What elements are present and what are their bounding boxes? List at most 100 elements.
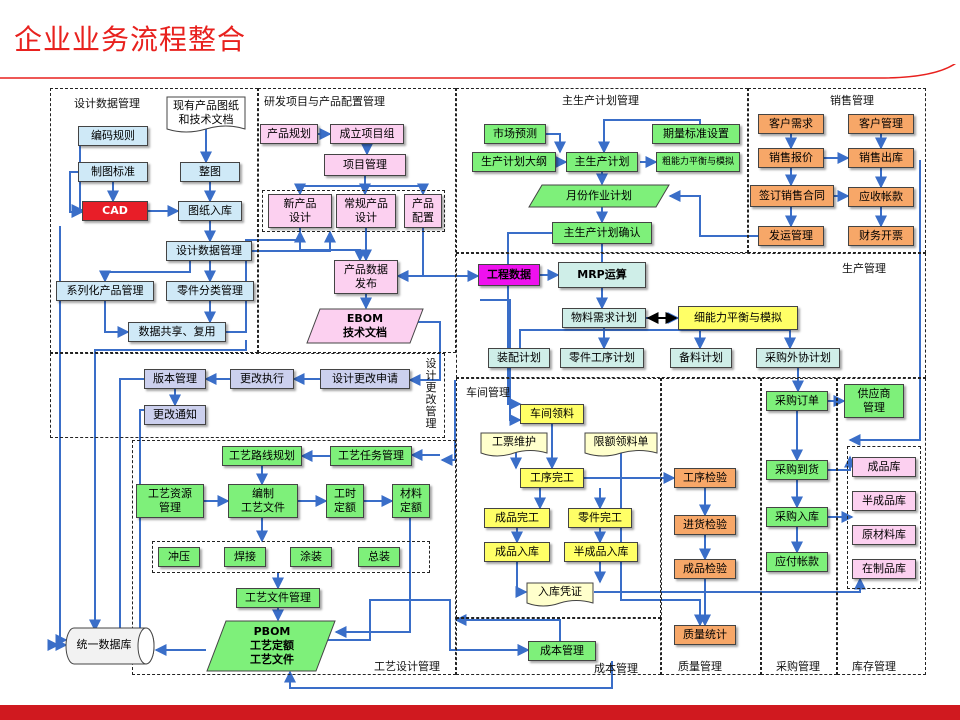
wip-store[interactable]: 在制品库 <box>852 559 916 579</box>
voucher-doc-shape <box>526 582 594 607</box>
data-share-reuse[interactable]: 数据共享、复用 <box>128 322 226 342</box>
process-resource-mgmt[interactable]: 工艺资源 管理 <box>136 484 204 518</box>
compile-process-docs[interactable]: 编制 工艺文件 <box>228 484 298 518</box>
product-complete[interactable]: 成品完工 <box>484 508 550 528</box>
purchase-storage[interactable]: 采购入库 <box>766 507 828 527</box>
coding-rules[interactable]: 编码规则 <box>78 126 148 146</box>
version-mgmt[interactable]: 版本管理 <box>144 369 206 389</box>
semi-finished-store[interactable]: 半成品库 <box>852 491 916 511</box>
sales-outbound[interactable]: 销售出库 <box>848 148 914 168</box>
storage-voucher[interactable]: 入库凭证 <box>538 585 582 598</box>
change-notice[interactable]: 更改通知 <box>144 405 206 425</box>
product-data-release[interactable]: 产品数据 发布 <box>334 260 398 294</box>
cost-mgmt[interactable]: 成本管理 <box>528 641 596 661</box>
region-change <box>50 353 445 438</box>
quality-statistics[interactable]: 质量统计 <box>674 625 736 645</box>
material-quota[interactable]: 材料 定额 <box>392 484 430 518</box>
database-cylinder <box>65 627 155 665</box>
engineering-data[interactable]: 工程数据 <box>478 264 540 286</box>
region-cost <box>456 618 661 675</box>
op-welding[interactable]: 焊接 <box>224 547 266 567</box>
region-label-rd: 研发项目与产品配置管理 <box>264 95 385 108</box>
master-plan-confirm[interactable]: 主生产计划确认 <box>552 222 652 244</box>
pbom-shape <box>206 620 336 672</box>
footer-bar <box>0 705 960 720</box>
op-painting[interactable]: 涂装 <box>290 547 332 567</box>
process-route-planning[interactable]: 工艺路线规划 <box>222 446 302 466</box>
process-task-mgmt[interactable]: 工艺任务管理 <box>330 446 412 466</box>
region-quality <box>661 378 761 675</box>
part-complete[interactable]: 零件完工 <box>568 508 632 528</box>
new-product-design[interactable]: 新产品 设计 <box>268 194 332 228</box>
preparation-plan[interactable]: 备料计划 <box>670 348 732 368</box>
product-inspection[interactable]: 成品检验 <box>674 559 736 579</box>
sales-quote[interactable]: 销售报价 <box>758 148 824 168</box>
shipping-mgmt[interactable]: 发运管理 <box>758 226 824 246</box>
product-config[interactable]: 产品 配置 <box>404 194 442 228</box>
ebom-tech-doc[interactable]: EBOM 技术文档 <box>343 312 387 339</box>
customer-demand[interactable]: 客户需求 <box>758 114 824 134</box>
cad-tool[interactable]: CAD <box>82 201 148 221</box>
workshop-picking[interactable]: 车间领料 <box>520 404 584 424</box>
rough-capacity-balance[interactable]: 粗能力平衡与模拟 <box>656 152 740 172</box>
customer-mgmt[interactable]: 客户管理 <box>848 114 914 134</box>
process-complete[interactable]: 工序完工 <box>520 468 584 488</box>
period-standard-setting[interactable]: 期量标准设置 <box>652 124 740 144</box>
market-forecast[interactable]: 市场预测 <box>484 124 546 144</box>
monthly-work-plan[interactable]: 月份作业计划 <box>566 189 632 202</box>
master-production-plan[interactable]: 主生产计划 <box>566 152 638 172</box>
region-label-design-data: 设计数据管理 <box>74 97 140 110</box>
design-data-mgmt[interactable]: 设计数据管理 <box>166 241 252 261</box>
supplier-mgmt[interactable]: 供应商 管理 <box>844 384 904 418</box>
raw-material-store[interactable]: 原材料库 <box>852 525 916 545</box>
connector-9 <box>104 301 130 338</box>
project-setup[interactable]: 成立项目组 <box>330 124 404 144</box>
process-inspection[interactable]: 工序检验 <box>674 468 736 488</box>
quota-picking-list[interactable]: 限额领料单 <box>593 435 649 448</box>
series-product-mgmt[interactable]: 系列化产品管理 <box>56 281 154 301</box>
pbom-docs[interactable]: PBOM 工艺定额 工艺文件 <box>250 625 294 666</box>
process-file-mgmt[interactable]: 工艺文件管理 <box>236 588 320 608</box>
connector-72 <box>454 614 561 641</box>
purchase-order[interactable]: 采购订单 <box>766 391 828 411</box>
material-requirement-plan[interactable]: 物料需求计划 <box>562 308 646 328</box>
change-execution[interactable]: 更改执行 <box>230 369 294 389</box>
sign-sales-contract[interactable]: 签订销售合同 <box>750 185 834 207</box>
region-label-purchase: 采购管理 <box>776 660 820 673</box>
production-plan-outline[interactable]: 生产计划大纲 <box>472 152 556 172</box>
existing-drawings-doc <box>166 96 246 133</box>
region-label-cost: 成本管理 <box>594 662 638 675</box>
product-planning[interactable]: 产品规划 <box>260 124 318 144</box>
semi-product-storage[interactable]: 半成品入库 <box>564 542 638 562</box>
mrp-calculation[interactable]: MRP运算 <box>558 262 646 288</box>
connector-93 <box>300 599 530 656</box>
assembly-plan[interactable]: 装配计划 <box>488 348 550 368</box>
parts-process-plan[interactable]: 零件工序计划 <box>560 348 644 368</box>
drawing-standard[interactable]: 制图标准 <box>78 162 148 182</box>
change-request[interactable]: 设计更改申请 <box>320 369 410 389</box>
incoming-inspection[interactable]: 进货检验 <box>674 515 736 535</box>
regular-product-design[interactable]: 常规产品 设计 <box>336 194 396 228</box>
op-stamping[interactable]: 冲压 <box>158 547 200 567</box>
drawing-storage[interactable]: 图纸入库 <box>178 201 242 221</box>
accounts-receivable[interactable]: 应收帐款 <box>848 187 914 207</box>
project-mgmt[interactable]: 项目管理 <box>324 154 406 176</box>
connector-61 <box>594 577 866 593</box>
unified-database[interactable]: 统一数据库 <box>76 638 132 651</box>
product-storage[interactable]: 成品入库 <box>484 542 550 562</box>
group-stores <box>847 446 921 589</box>
finance-invoice[interactable]: 财务开票 <box>848 226 914 246</box>
finished-goods-store[interactable]: 成品库 <box>852 457 916 477</box>
organize-drawings[interactable]: 整图 <box>180 162 240 182</box>
accounts-payable[interactable]: 应付帐款 <box>766 552 828 572</box>
group-design-types <box>262 190 445 232</box>
connector-91 <box>55 226 68 646</box>
purchase-arrival[interactable]: 采购到货 <box>766 460 828 480</box>
parts-classification[interactable]: 零件分类管理 <box>166 281 254 301</box>
time-quota[interactable]: 工时 定额 <box>326 484 364 518</box>
ticket-maintenance[interactable]: 工票维护 <box>492 435 536 448</box>
outsource-purchase-plan[interactable]: 采购外协计划 <box>756 348 840 368</box>
op-assembly[interactable]: 总装 <box>358 547 400 567</box>
region-label-sales: 销售管理 <box>830 94 874 107</box>
fine-capacity-balance[interactable]: 细能力平衡与模拟 <box>678 306 798 330</box>
